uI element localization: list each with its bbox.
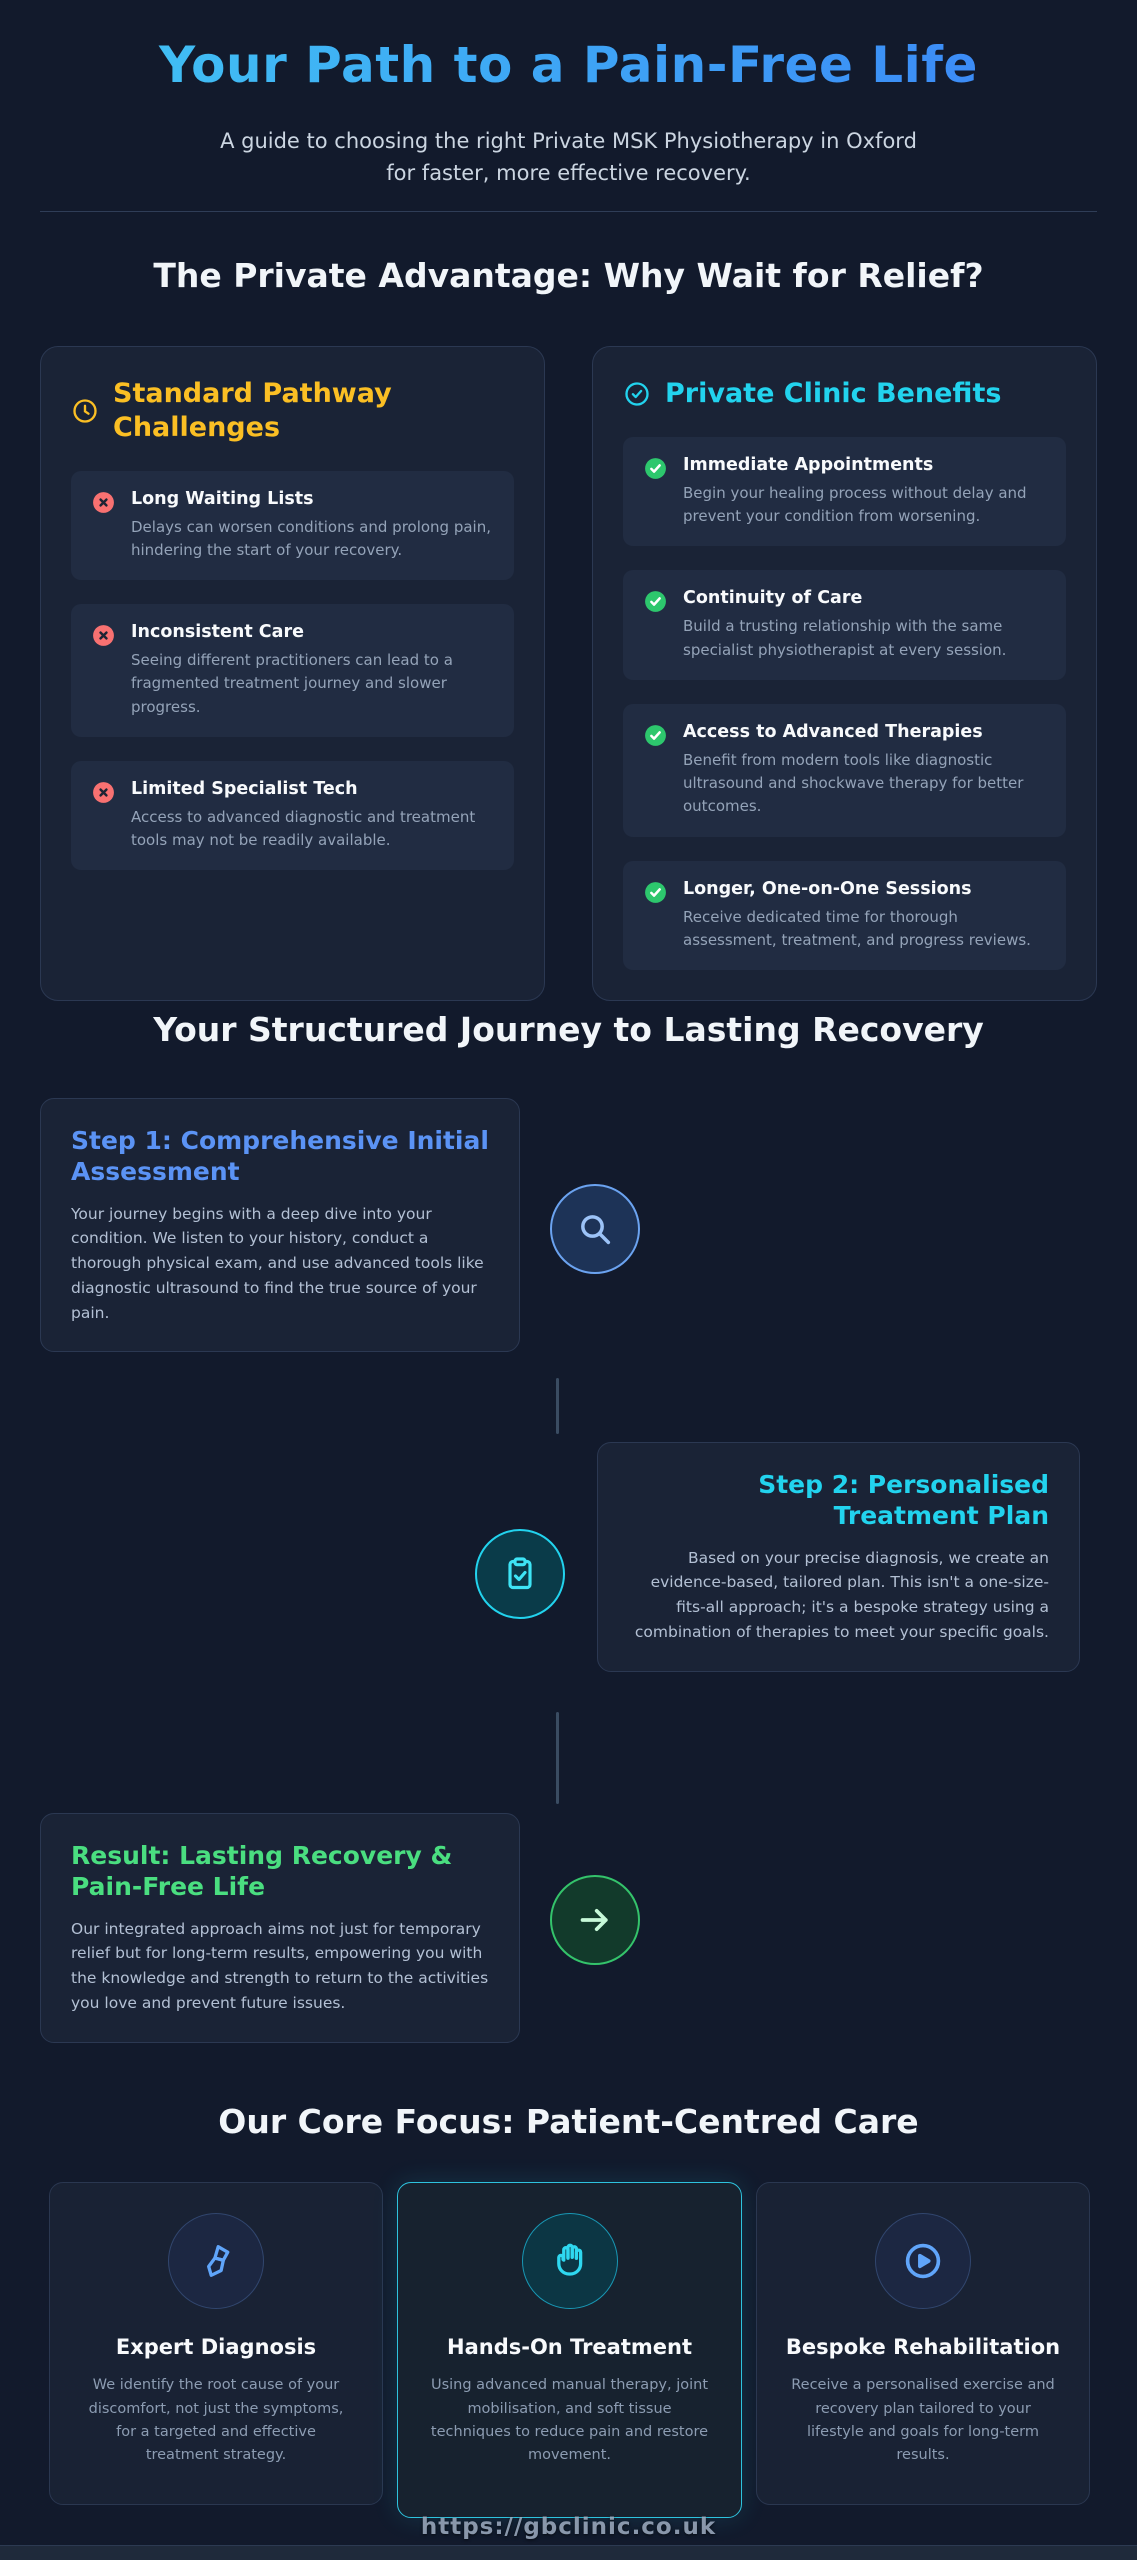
item-desc: Benefit from modern tools like diagnosti… — [683, 750, 1024, 816]
arrow-right-icon — [580, 1909, 608, 1931]
timeline-connector — [556, 1378, 559, 1434]
core-card-title: Hands-On Treatment — [447, 2335, 692, 2359]
item-desc: Seeing different practitioners can lead … — [131, 651, 453, 716]
item-title: Access to Advanced Therapies — [683, 721, 983, 742]
step-2-title: Step 2: Personalised Treatment Plan — [758, 1470, 1049, 1531]
step-1-node — [550, 1184, 640, 1274]
core-card-desc: Receive a personalised exercise and reco… — [791, 2377, 1055, 2463]
step-2-desc: Based on your precise diagnosis, we crea… — [634, 1548, 1049, 1641]
check-filled-icon — [645, 457, 666, 479]
footer-strip — [0, 2545, 1137, 2560]
step-1-title: Step 1: Comprehensive Initial Assessment — [71, 1126, 489, 1187]
list-item: Immediate Appointments Begin your healin… — [623, 436, 1066, 547]
core-card-expert-diagnosis: Expert Diagnosis We identify the root ca… — [49, 2182, 383, 2505]
list-item: Longer, One-on-One Sessions Receive dedi… — [623, 860, 1066, 970]
core-card-bespoke-rehabilitation: Bespoke Rehabilitation Receive a persona… — [756, 2182, 1090, 2505]
search-icon — [581, 1215, 611, 1245]
timeline-connector — [556, 1712, 559, 1804]
clock-icon — [73, 399, 97, 423]
site-url-link[interactable]: https://gbclinic.co.uk — [420, 2514, 717, 2540]
step-2-node — [475, 1529, 565, 1619]
core-card-title: Bespoke Rehabilitation — [785, 2335, 1061, 2359]
check-filled-icon — [645, 591, 666, 613]
list-item: Access to Advanced Therapies Benefit fro… — [623, 703, 1066, 837]
item-desc: Receive dedicated time for thorough asse… — [683, 907, 1031, 949]
benefits-card-title: Private Clinic Benefits — [665, 378, 1002, 409]
core-icon-circle — [875, 2213, 971, 2309]
result-node — [550, 1875, 640, 1965]
item-title: Longer, One-on-One Sessions — [683, 878, 972, 899]
item-title: Immediate Appointments — [683, 454, 934, 475]
hand-icon — [556, 2243, 582, 2276]
item-title: Limited Specialist Tech — [131, 778, 358, 799]
check-filled-icon — [645, 881, 666, 903]
journey-heading: Your Structured Journey to Lasting Recov… — [153, 1010, 984, 1049]
core-card-hands-on-treatment: Hands-On Treatment Using advanced manual… — [397, 2182, 742, 2518]
advantage-heading: The Private Advantage: Why Wait for Reli… — [153, 256, 984, 295]
item-desc: Access to advanced diagnostic and treatm… — [131, 807, 476, 849]
x-circle-icon — [93, 781, 114, 803]
result-card: Result: Lasting Recovery & Pain-Free Lif… — [40, 1813, 520, 2043]
x-circle-icon — [93, 625, 114, 646]
list-item: Long Waiting Lists Delays can worsen con… — [71, 470, 514, 580]
page-subtitle: A guide to choosing the right Private MS… — [220, 129, 917, 185]
challenges-card-header: Standard Pathway Challenges — [71, 377, 514, 445]
check-circle-icon — [625, 382, 649, 406]
check-filled-icon — [645, 724, 666, 746]
advantage-grid: Standard Pathway Challenges Long Waiting… — [40, 346, 1097, 1001]
diagnosis-icon — [207, 2245, 230, 2277]
core-card-desc: We identify the root cause of your disco… — [88, 2377, 344, 2463]
item-title: Long Waiting Lists — [131, 488, 314, 509]
item-title: Inconsistent Care — [131, 622, 304, 642]
list-item-body: Inconsistent Care Seeing different pract… — [131, 622, 494, 719]
list-item-body: Longer, One-on-One Sessions Receive dedi… — [683, 879, 1046, 953]
list-item-body: Access to Advanced Therapies Benefit fro… — [683, 722, 1046, 819]
challenges-card: Standard Pathway Challenges Long Waiting… — [40, 346, 545, 1001]
step-2-card: Step 2: Personalised Treatment Plan Base… — [597, 1442, 1080, 1672]
header-divider — [40, 211, 1097, 212]
result-desc: Our integrated approach aims not just fo… — [71, 1919, 489, 2012]
item-title: Continuity of Care — [683, 588, 863, 609]
list-item: Continuity of Care Build a trusting rela… — [623, 570, 1066, 680]
play-circle-icon — [905, 2243, 941, 2279]
item-desc: Build a trusting relationship with the s… — [683, 617, 1007, 659]
item-desc: Delays can worsen conditions and prolong… — [131, 517, 491, 559]
result-title: Result: Lasting Recovery & Pain-Free Lif… — [71, 1841, 453, 1902]
benefits-card: Private Clinic Benefits Immediate Appoin… — [592, 346, 1097, 1001]
challenges-card-title: Standard Pathway Challenges — [113, 378, 392, 443]
core-focus-row: Expert Diagnosis We identify the root ca… — [49, 2182, 1090, 2518]
clipboard-check-icon — [508, 1557, 532, 1590]
step-1-card: Step 1: Comprehensive Initial Assessment… — [40, 1098, 520, 1353]
core-card-title: Expert Diagnosis — [115, 2335, 317, 2359]
item-desc: Begin your healing process without delay… — [683, 483, 1027, 525]
list-item: Limited Specialist Tech Access to advanc… — [71, 760, 514, 871]
list-item-body: Immediate Appointments Begin your healin… — [683, 455, 1046, 529]
core-focus-heading: Our Core Focus: Patient-Centred Care — [218, 2102, 919, 2141]
core-icon-circle — [521, 2213, 618, 2309]
benefits-card-header: Private Clinic Benefits — [623, 377, 1066, 411]
step-1-desc: Your journey begins with a deep dive int… — [71, 1204, 484, 1322]
core-icon-circle — [168, 2213, 264, 2309]
x-circle-icon — [93, 491, 114, 513]
page-title: Your Path to a Pain-Free Life — [0, 36, 1137, 94]
list-item-body: Limited Specialist Tech Access to advanc… — [131, 779, 494, 853]
list-item-body: Long Waiting Lists Delays can worsen con… — [131, 489, 494, 563]
list-item-body: Continuity of Care Build a trusting rela… — [683, 588, 1046, 662]
list-item: Inconsistent Care Seeing different pract… — [71, 604, 514, 737]
core-card-desc: Using advanced manual therapy, joint mob… — [430, 2377, 709, 2463]
